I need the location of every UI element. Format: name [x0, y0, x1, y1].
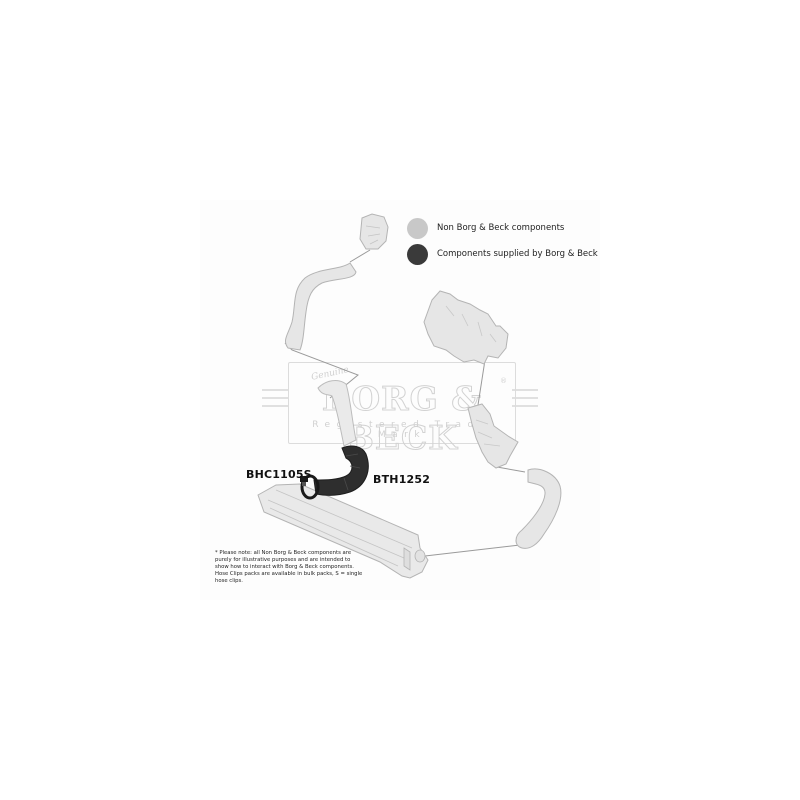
right-lower-hose-component	[515, 468, 562, 549]
bhc1105s-hose-clip	[300, 474, 320, 500]
legend-label: Non Borg & Beck components	[437, 223, 565, 233]
part-label-hose: BTH1252	[373, 473, 431, 486]
watermark-bars-right	[512, 389, 538, 419]
part-label-clip: BHC1105S	[246, 468, 312, 481]
light-circle-icon	[407, 217, 428, 239]
legend: Non Borg & Beck components Components su…	[407, 216, 598, 268]
disclaimer-note: * Please note: all Non Borg & Beck compo…	[215, 550, 363, 584]
throttle-pipe-component	[467, 403, 519, 469]
turbo-outlet-component	[359, 213, 389, 250]
bth1252-hose	[313, 445, 369, 496]
legend-item-non-bb: Non Borg & Beck components	[407, 216, 598, 240]
upper-left-hose-component	[285, 262, 357, 351]
legend-label: Components supplied by Borg & Beck	[437, 249, 598, 259]
legend-item-bb: Components supplied by Borg & Beck	[407, 242, 598, 266]
intermediate-pipe-component	[317, 380, 357, 447]
watermark-bars-left	[262, 389, 288, 419]
intercooler-component	[257, 483, 429, 579]
dark-circle-icon	[407, 243, 428, 265]
intake-manifold-component	[423, 290, 509, 365]
